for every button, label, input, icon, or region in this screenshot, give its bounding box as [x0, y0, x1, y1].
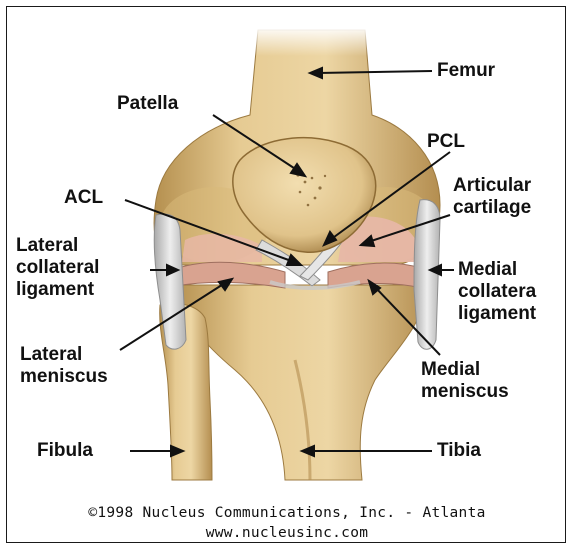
- label-articular-cartilage: Articular cartilage: [453, 175, 531, 219]
- label-medial-meniscus-line1: Medial: [421, 359, 509, 381]
- label-lateral-meniscus-line2: meniscus: [20, 366, 108, 388]
- website-text: www.nucleusinc.com: [0, 525, 574, 541]
- label-lcl-line1: Lateral: [16, 235, 99, 257]
- label-lcl-line2: collateral: [16, 257, 99, 279]
- copyright-text: ©1998 Nucleus Communications, Inc. - Atl…: [0, 505, 574, 521]
- label-pcl: PCL: [427, 131, 465, 153]
- label-lateral-collateral-ligament: Lateral collateral ligament: [16, 235, 99, 301]
- label-lcl-line3: ligament: [16, 279, 99, 301]
- label-patella: Patella: [117, 93, 178, 115]
- label-medial-collateral-ligament: Medial collatera ligament: [458, 259, 536, 325]
- label-mcl-line2: collatera: [458, 281, 536, 303]
- lateral-meniscus: [176, 262, 285, 288]
- label-lateral-meniscus: Lateral meniscus: [20, 344, 108, 388]
- label-mcl-line1: Medial: [458, 259, 536, 281]
- label-tibia: Tibia: [437, 440, 481, 462]
- label-acl: ACL: [64, 187, 103, 209]
- label-articular-cartilage-line1: Articular: [453, 175, 531, 197]
- label-articular-cartilage-line2: cartilage: [453, 197, 531, 219]
- label-lateral-meniscus-line1: Lateral: [20, 344, 108, 366]
- label-mcl-line3: ligament: [458, 303, 536, 325]
- label-fibula: Fibula: [37, 440, 93, 462]
- label-femur: Femur: [437, 60, 495, 82]
- label-medial-meniscus: Medial meniscus: [421, 359, 509, 403]
- label-medial-meniscus-line2: meniscus: [421, 381, 509, 403]
